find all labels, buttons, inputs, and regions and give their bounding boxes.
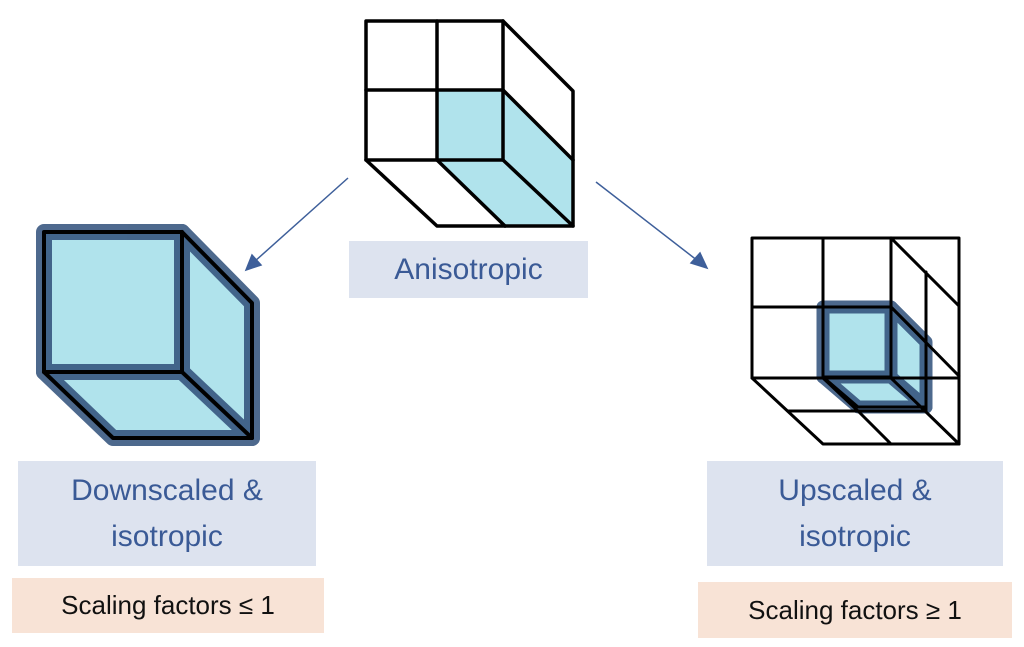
downscaled-scaling-factor: Scaling factors ≤ 1 <box>12 578 324 633</box>
highlighted-voxel-side <box>503 90 573 226</box>
downscaled-label: Downscaled & isotropic <box>18 461 316 566</box>
anisotropic-label: Anisotropic <box>349 241 588 298</box>
upscaled-label-line2: isotropic <box>799 519 911 553</box>
arrow-to-downscaled <box>253 177 349 263</box>
arrow-to-upscaled <box>595 181 699 262</box>
arrows <box>244 177 709 272</box>
upscaled-scaling-factor: Scaling factors ≥ 1 <box>698 582 1012 638</box>
anisotropic-label-text: Anisotropic <box>394 252 543 286</box>
highlighted-voxel-bottom <box>437 160 573 226</box>
downscaled-voxel <box>36 224 260 446</box>
downscaled-label-line1: Downscaled & <box>71 473 263 507</box>
anisotropic-voxel-grid <box>364 19 575 228</box>
arrowhead-right <box>689 251 709 270</box>
upscaled-voxel-grid <box>750 236 961 446</box>
upscaled-label: Upscaled & isotropic <box>707 461 1003 566</box>
arrowhead-left <box>244 253 263 272</box>
highlighted-voxel-front <box>437 90 503 160</box>
downscaled-label-line2: isotropic <box>111 519 223 553</box>
upscaled-scaling-factor-text: Scaling factors ≥ 1 <box>748 594 962 625</box>
downscaled-scaling-factor-text: Scaling factors ≤ 1 <box>61 590 275 620</box>
upscaled-label-line1: Upscaled & <box>778 473 932 507</box>
